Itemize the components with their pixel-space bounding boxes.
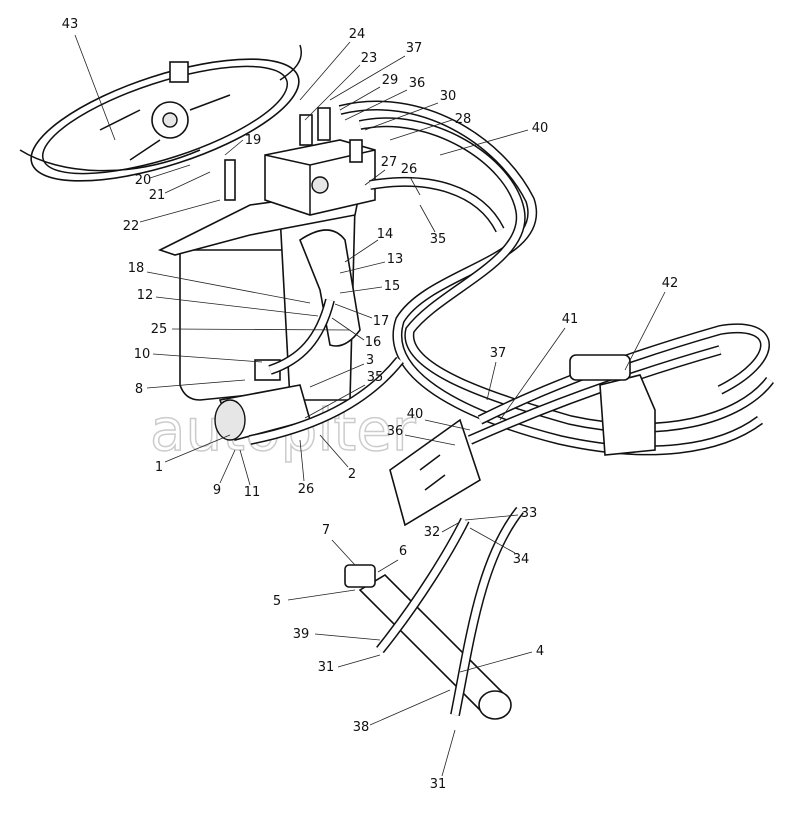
valve-block [224,107,376,216]
callout-label: 37 [406,41,423,56]
callout-label: 26 [298,482,315,497]
callout-label: 24 [349,27,366,42]
callout-label: 10 [134,347,151,362]
distributor-valve [569,354,656,456]
callout-label: 1 [155,460,163,475]
callout-label: 23 [361,51,378,66]
callout-label: 7 [322,523,330,538]
callout-label: 38 [353,720,370,735]
callout-label: 27 [381,155,398,170]
callout-label: 5 [273,594,281,609]
callout-label: 35 [430,232,447,247]
callout-label: 39 [293,627,310,642]
callout-label: 9 [213,483,221,498]
callout-label: 29 [382,73,399,88]
callout-label: 42 [662,276,679,291]
callout-label: 36 [387,424,404,439]
callout-label: 35 [367,370,384,385]
callout-label: 30 [440,89,457,104]
callout-label: 33 [521,506,538,521]
callout-label: 22 [123,219,140,234]
callout-label: 21 [149,188,166,203]
callout-label: 18 [128,261,145,276]
connection-plate [389,418,481,527]
callout-label: 32 [424,525,441,540]
callout-label: 2 [348,467,356,482]
callout-label: 17 [373,314,390,329]
callouts: 43 24 23 37 29 36 30 28 40 19 20 21 22 2… [62,17,679,792]
callout-label: 40 [407,407,424,422]
callout-label: 28 [455,112,472,127]
callout-label: 11 [244,485,261,500]
callout-label: 4 [536,644,544,659]
callout-label: 36 [409,76,426,91]
callout-label: 12 [137,288,154,303]
callout-label: 31 [318,660,335,675]
callout-label: 34 [513,552,530,567]
fan-assembly [19,44,302,182]
callout-label: 43 [62,17,79,32]
callout-label: 20 [135,173,152,188]
callout-label: 15 [384,279,401,294]
callout-label: 26 [401,162,418,177]
callout-label: 6 [399,544,407,559]
callout-label: 37 [490,346,507,361]
callout-label: 41 [562,312,579,327]
pump [214,298,404,445]
hydraulic-cylinder [344,506,524,720]
callout-label: 3 [366,353,374,368]
callout-label: 25 [151,322,168,337]
callout-label: 31 [430,777,447,792]
callout-label: 16 [365,335,382,350]
callout-label: 8 [135,382,143,397]
callout-label: 40 [532,121,549,136]
callout-label: 19 [245,133,262,148]
callout-label: 14 [377,227,394,242]
callout-label: 13 [387,252,404,267]
